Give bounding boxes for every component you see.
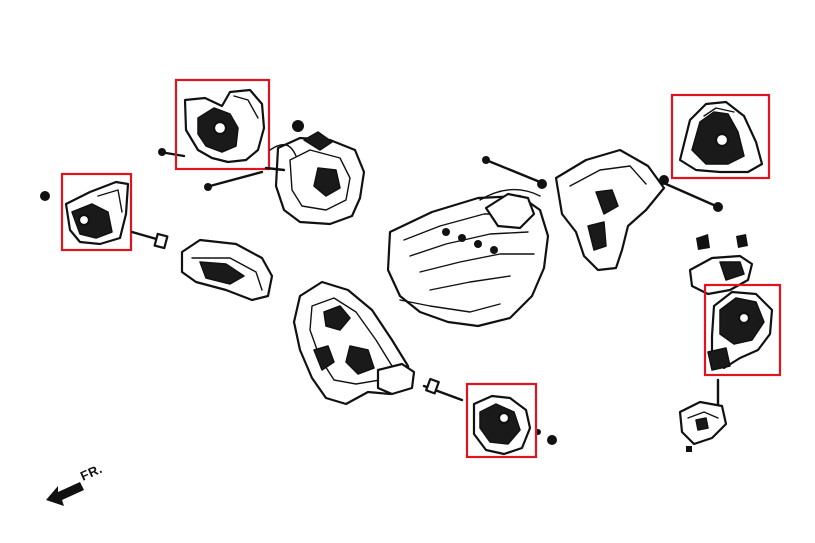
highlight-box-upper-right [670, 93, 771, 180]
highlight-box-upper-left [174, 78, 271, 171]
front-direction-arrow [46, 482, 84, 506]
bottom-right-bracket [678, 378, 728, 452]
front-lower-bolt [422, 377, 464, 402]
engine-block [386, 188, 550, 328]
upper-left-mount [158, 88, 266, 164]
upper-left-bracket [204, 120, 366, 226]
front-lower-mount [472, 394, 557, 456]
front-large-bracket [292, 280, 416, 406]
left-side-mount [40, 180, 130, 246]
right-side-mount [707, 290, 774, 371]
upper-right-bracket [482, 148, 723, 272]
highlight-box-left-side [60, 172, 133, 252]
upper-right-mount [678, 100, 764, 174]
highlight-box-front-lower [465, 382, 538, 459]
highlight-box-right-side [703, 283, 782, 377]
left-lower-bracket [130, 230, 274, 302]
